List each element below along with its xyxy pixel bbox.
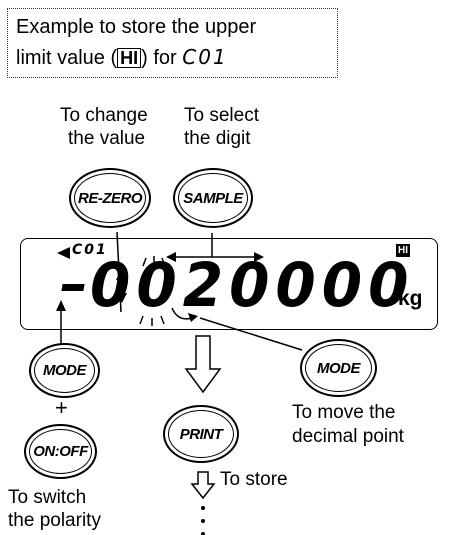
example-caption-box: Example to store the upper limit value (… (7, 8, 338, 78)
label-change-value-2: the value (68, 128, 146, 149)
label-select-digit-1: To select (184, 105, 259, 126)
mode-right-button-label: MODE (317, 359, 361, 377)
dot-2 (201, 519, 205, 523)
caption-line-2: limit value (HI) for C01 (16, 45, 228, 70)
caption-line-1: Example to store the upper (16, 16, 257, 38)
caption-mid: ) for (141, 47, 183, 69)
label-change-value-1: To change (60, 105, 148, 126)
print-down-arrow-icon (184, 335, 222, 394)
label-select-digit-2: the digit (184, 128, 251, 149)
mode-left-button[interactable]: MODE (29, 343, 100, 398)
rezero-button-ring (74, 173, 146, 223)
mode-left-button-ring (34, 348, 95, 393)
label-switch-polarity-2: the polarity (8, 510, 101, 531)
rezero-button-label: RE-ZERO (78, 189, 143, 207)
onoff-button[interactable]: ON:OFF (24, 424, 97, 479)
rezero-button[interactable]: RE-ZERO (69, 168, 151, 228)
mode-right-button-ring (305, 344, 372, 392)
label-store: To store (220, 469, 288, 490)
mode-left-button-label: MODE (43, 362, 87, 379)
sample-button-label: SAMPLE (183, 189, 243, 207)
print-button-label: PRINT (179, 425, 223, 443)
dot-1 (201, 506, 205, 510)
print-button[interactable]: PRINT (163, 405, 239, 463)
plus-sign: + (55, 395, 68, 420)
lcd-sign-area (60, 258, 90, 291)
lcd-code: C01 (72, 242, 108, 258)
lcd-digits: 0020000 (90, 249, 415, 321)
print-button-ring (168, 410, 234, 458)
lcd-unit: kg (398, 287, 423, 310)
hi-badge: HI (117, 48, 142, 68)
caption-prefix: limit value ( (16, 47, 118, 69)
label-switch-polarity-1: To switch (8, 487, 87, 508)
store-down-arrow-icon (190, 471, 216, 500)
label-move-decimal-1: To move the (292, 402, 396, 423)
caption-code: C01 (182, 45, 228, 69)
lcd-minus-sign (61, 284, 85, 291)
onoff-button-label: ON:OFF (33, 443, 88, 460)
sample-button[interactable]: SAMPLE (173, 168, 253, 228)
mode-right-button[interactable]: MODE (300, 339, 377, 397)
onoff-button-ring (29, 429, 92, 474)
label-move-decimal-2: decimal point (292, 426, 404, 447)
sample-button-ring (178, 173, 248, 223)
lcd-hi-indicator: HI (396, 244, 410, 257)
